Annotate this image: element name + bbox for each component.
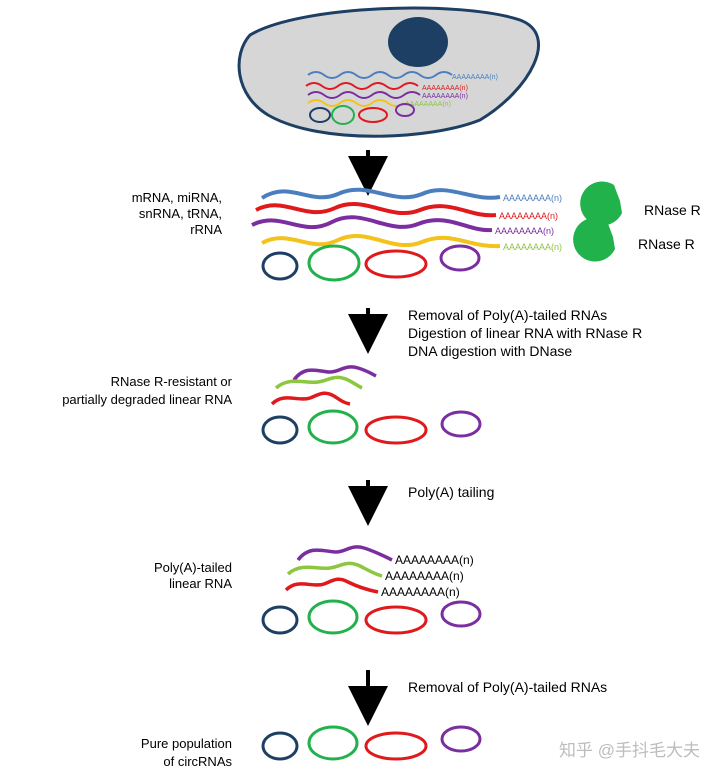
cell-tail-purple: AAAAAAAA(n) [422, 93, 468, 100]
step3-label: Removal of Poly(A)-tailed RNAs [408, 679, 607, 695]
circ-green [307, 725, 359, 761]
circ-purple [439, 244, 481, 272]
resistant-line1: RNase R-resistant or [111, 374, 233, 389]
tail-red: AAAAAAAA(n) [499, 211, 558, 221]
rna-types-line3: rRNA [190, 222, 222, 237]
linear-rna-yellow [261, 234, 501, 249]
stage-resistant-rna: RNase R-resistant or partially degraded … [62, 365, 482, 445]
circ-purple [440, 410, 482, 438]
rna-types-line1: mRNA, miRNA, [132, 190, 222, 205]
stage-pure-circrna: Pure population of circRNAs [141, 725, 482, 769]
circ-green [307, 599, 359, 635]
polya-tail-red: AAAAAAAA(n) [381, 585, 460, 599]
circ-red [364, 731, 428, 761]
fragment-lightgreen [286, 561, 383, 578]
cell-circ-purple [395, 103, 415, 117]
polya-tail-purple: AAAAAAAA(n) [395, 553, 474, 567]
rnase-r-pacman-2 [573, 217, 615, 262]
step2-label: Poly(A) tailing [408, 484, 494, 500]
fragment-purple [296, 545, 393, 562]
tail-green: AAAAAAAA(n) [503, 242, 562, 252]
circ-navy [261, 251, 299, 281]
stage-total-rna: mRNA, miRNA, snRNA, tRNA, rRNA AAAAAAAA(… [132, 181, 701, 282]
rna-types-line2: snRNA, tRNA, [139, 206, 222, 221]
circ-red [364, 249, 428, 279]
polya-tail-green: AAAAAAAA(n) [385, 569, 464, 583]
circ-red [364, 415, 428, 445]
circ-purple [440, 600, 482, 628]
circ-red [364, 605, 428, 635]
linear-rna-red [255, 202, 497, 218]
rnase-r-pacman-1 [580, 181, 622, 226]
circ-purple [440, 725, 482, 753]
cell-tail-red: AAAAAAAA(n) [422, 85, 468, 92]
resistant-line2: partially degraded linear RNA [62, 392, 232, 407]
cell-rna-yellow [307, 99, 405, 107]
cell: AAAAAAAA(n) AAAAAAAA(n) AAAAAAAA(n) AAAA… [237, 6, 540, 138]
cell-rna-purple [307, 91, 421, 99]
watermark: 知乎 @手抖毛大夫 [559, 741, 700, 760]
cell-membrane [237, 6, 540, 138]
cell-tail-blue: AAAAAAAA(n) [452, 74, 498, 81]
cell-rna-blue [307, 71, 453, 79]
linear-rna-blue [260, 187, 501, 200]
step1-line1: Removal of Poly(A)-tailed RNAs [408, 307, 607, 323]
step1-line3: DNA digestion with DNase [408, 343, 572, 359]
polya-line2: linear RNA [169, 576, 232, 591]
fragment-purple [292, 365, 377, 382]
circ-green [307, 409, 359, 445]
polya-line1: Poly(A)-tailed [154, 560, 232, 575]
cell-rna-red [305, 82, 419, 90]
cell-tail-yellow: AAAAAAAA(n) [405, 101, 451, 108]
stage-polya-tailed: Poly(A)-tailed linear RNA AAAAAAAA(n) AA… [154, 545, 482, 635]
circ-navy [261, 731, 299, 761]
fragment-red [284, 577, 379, 594]
rnase-r-label-1: RNase R [644, 202, 701, 218]
circ-green [307, 244, 361, 282]
step1-line2: Digestion of linear RNA with RNase R [408, 325, 642, 341]
pure-line2: of circRNAs [163, 754, 232, 769]
tail-blue: AAAAAAAA(n) [503, 193, 562, 203]
circ-navy [261, 415, 299, 445]
linear-rna-purple [251, 215, 493, 233]
cell-circ-navy [309, 107, 331, 123]
rnase-r-label-2: RNase R [638, 236, 695, 252]
tail-purple: AAAAAAAA(n) [495, 226, 554, 236]
nucleus [388, 17, 448, 67]
cell-circ-green [331, 105, 355, 125]
circ-navy [261, 605, 299, 635]
fragment-red [270, 391, 351, 406]
pure-line1: Pure population [141, 736, 232, 751]
cell-circ-red [358, 107, 388, 123]
fragment-lightgreen [274, 375, 363, 390]
